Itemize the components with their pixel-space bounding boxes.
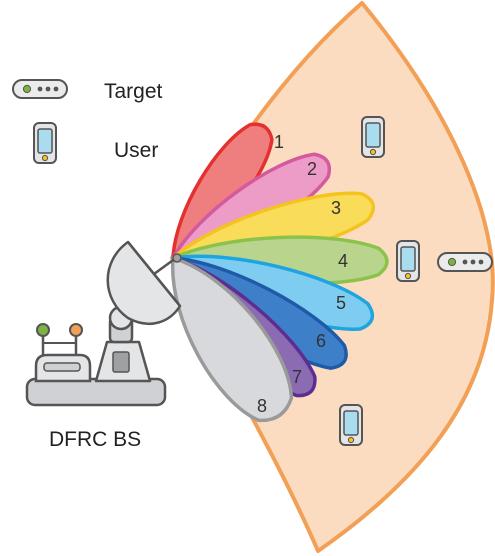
target-icon [437,252,493,272]
user-phone-icon [396,240,420,282]
beam-1-label: 1 [274,132,284,152]
beam-8-label: 8 [257,396,267,416]
beam-number-labels: 1 23 4 567 8 [257,132,348,416]
user-phone-icon [361,116,385,158]
legend: Target User [12,79,163,164]
base-station-label: DFRC BS [49,428,141,451]
beam-2-label: 2 [307,159,317,179]
dish-antenna-icon [25,240,182,407]
legend-target-label: Target [104,80,163,103]
beam-8 [170,256,294,423]
legend-user-label: User [114,139,158,162]
legend-target-icon [12,79,68,99]
beam-4-label: 4 [338,251,348,271]
beam-lobes [170,122,389,423]
beam-5-label: 5 [336,293,346,313]
beam-6-label: 6 [316,331,326,351]
legend-user-icon [33,122,57,164]
beam-7-label: 7 [292,367,302,387]
beam-3-label: 3 [331,198,341,218]
user-phone-icon [339,404,363,446]
